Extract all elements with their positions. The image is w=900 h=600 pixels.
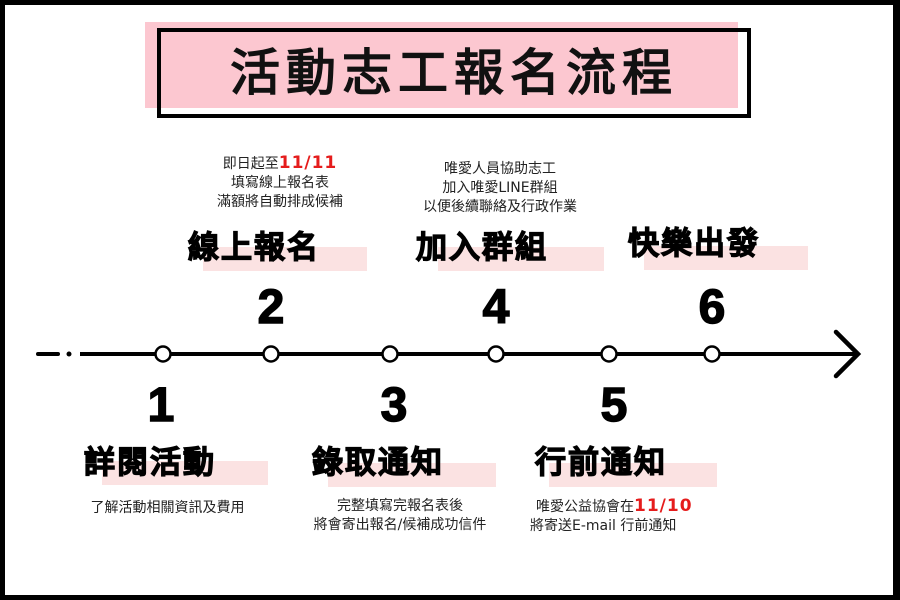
notice-date: 11/10 [634,496,693,516]
step-5-heading: 行前通知 [534,443,725,487]
node-6 [703,345,721,363]
node-2 [262,345,280,363]
step-4-heading: 加入群組 [415,228,606,271]
page-title: 活動志工報名流程 [230,44,678,102]
step-3-number: 3 [380,379,408,432]
heading-highlight [328,463,496,487]
deadline-date: 11/11 [278,153,338,173]
step-2-number: 2 [257,281,285,334]
step-4-description: 唯愛人員協助志工 加入唯愛LINE群組 以便後續聯絡及行政作業 [423,161,577,215]
title-background [145,22,738,108]
node-3 [381,345,399,363]
heading-highlight [102,461,268,485]
step-2-heading: 線上報名 [187,228,373,271]
step-1-number: 1 [147,379,175,432]
step-5-description: 唯愛公益協會在11/10 將寄送E-mail 行前通知 [530,496,693,535]
step-1-description: 了解活動相關資訊及費用 [90,500,245,516]
node-4 [487,345,505,363]
title-box: 活動志工報名流程 [157,28,751,118]
step-6-heading: 快樂出發 [627,224,818,270]
heading-highlight [644,246,808,270]
node-1 [154,345,172,363]
step-6-number: 6 [698,281,726,334]
heading-highlight [438,247,604,271]
step-1-heading: 詳閱活動 [83,443,274,485]
step-3-heading: 錄取通知 [311,443,502,487]
timeline-arrow [36,329,862,379]
step-2-description: 即日起至11/11 填寫線上報名表 滿額將自動排成候補 [217,153,343,211]
node-5 [600,345,618,363]
heading-highlight [203,247,367,271]
step-3-description: 完整填寫完報名表後 將會寄出報名/候補成功信件 [313,498,487,533]
step-4-number: 4 [482,281,510,334]
step-5-number: 5 [600,379,628,432]
heading-highlight [549,463,717,487]
